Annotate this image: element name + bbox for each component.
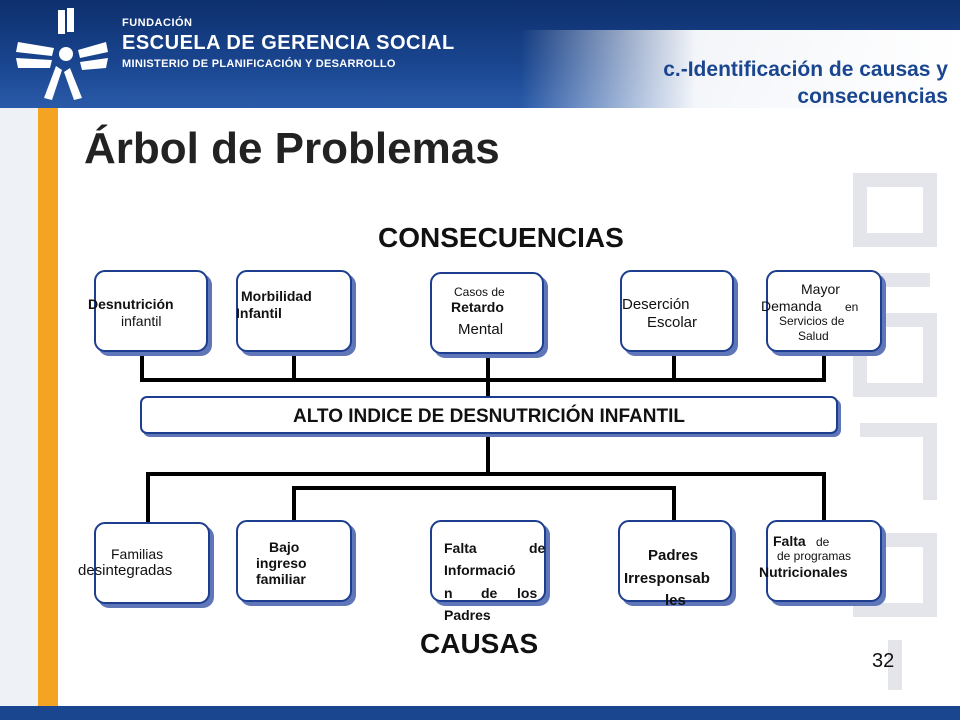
connector-line <box>140 378 826 382</box>
page-number: 32 <box>872 650 895 672</box>
connector-line <box>292 486 296 522</box>
consequence-box-2 <box>236 270 352 352</box>
cause-3-line-3: Informació <box>444 562 516 578</box>
slide-subtitle: c.-Identificación de causas y consecuenc… <box>663 58 948 108</box>
org-ministry: MINISTERIO DE PLANIFICACIÓN Y DESARROLLO <box>122 58 396 70</box>
consequence-box-4 <box>620 270 734 352</box>
consequence-box-5 <box>766 270 882 352</box>
connector-line <box>140 350 144 380</box>
cause-5-line-1: Falta <box>773 533 806 549</box>
consequence-box-3 <box>430 272 544 354</box>
watermark-graphic <box>853 173 937 690</box>
connector-line <box>672 350 676 380</box>
cause-5-line-4: Nutricionales <box>759 564 848 580</box>
cause-4-line-1: Padres <box>648 547 699 564</box>
consequence-2-line-2: Infantil <box>236 305 282 321</box>
cause-3-line-2: de <box>529 540 546 556</box>
consequence-3-line-3: Mental <box>458 321 504 338</box>
slide-title: Árbol de Problemas <box>84 124 500 173</box>
connector-line <box>292 486 676 490</box>
cause-3-line-1: Falta <box>444 540 477 556</box>
cause-2-line-2: ingreso <box>256 555 307 571</box>
org-label-small: FUNDACIÓN <box>122 17 193 29</box>
cause-box-4 <box>618 520 732 602</box>
bottom-bar <box>0 706 960 720</box>
cause-3-line-6: los <box>517 585 538 601</box>
cause-box-1 <box>94 522 210 604</box>
cause-box-5 <box>766 520 882 602</box>
connector-line <box>292 350 296 380</box>
consequence-4-line-2: Escolar <box>647 314 698 331</box>
connector-line <box>146 472 150 524</box>
consequence-1-line-2: infantil <box>121 313 162 329</box>
connector-line <box>822 350 826 380</box>
consequence-5-line-2: Demanda <box>761 298 822 314</box>
consequences-heading: CONSECUENCIAS <box>378 222 624 253</box>
consequence-4-line-1: Deserción <box>622 296 690 313</box>
causes-heading: CAUSAS <box>420 628 539 659</box>
left-orange-bar <box>38 108 58 720</box>
consequence-3-line-2: Retardo <box>451 299 504 315</box>
consequence-5-line-1: Mayor <box>801 281 840 297</box>
left-gray-strip <box>0 108 38 720</box>
central-problem-box: ALTO INDICE DE DESNUTRICIÓN INFANTIL <box>140 396 838 434</box>
org-name: ESCUELA DE GERENCIA SOCIAL <box>122 32 455 54</box>
cause-3-line-7: Padres <box>444 607 491 623</box>
cause-2-line-3: familiar <box>256 571 306 587</box>
header-fade <box>520 30 960 120</box>
cause-1-line-2: desintegradas <box>78 562 173 579</box>
connector-line <box>486 430 490 474</box>
consequence-1-line-1: Desnutrición <box>88 296 174 312</box>
cause-4-line-3: les <box>665 592 686 609</box>
cause-3-line-4: n <box>444 585 453 601</box>
connector-line <box>822 472 826 522</box>
consequence-5-line-5: Salud <box>798 329 829 343</box>
consequence-5-line-4: Servicios de <box>779 314 845 328</box>
cause-4-line-2: Irresponsab <box>624 570 710 587</box>
connector-line <box>146 472 826 476</box>
connector-line <box>486 352 490 396</box>
consequence-5-line-3: en <box>845 300 859 314</box>
cause-1-line-1: Familias <box>111 546 164 562</box>
central-problem-text: ALTO INDICE DE DESNUTRICIÓN INFANTIL <box>293 406 685 427</box>
cause-2-line-1: Bajo <box>269 539 300 555</box>
cause-5-line-3: de programas <box>777 549 852 563</box>
foundation-logo-icon <box>16 8 108 100</box>
consequence-box-1 <box>94 270 208 352</box>
cause-3-line-5: de <box>481 585 498 601</box>
cause-5-line-2: de <box>816 535 830 549</box>
consequence-3-line-1: Casos de <box>454 285 505 299</box>
cause-box-2 <box>236 520 352 602</box>
consequence-2-line-1: Morbilidad <box>241 288 312 304</box>
cause-box-3 <box>430 520 546 602</box>
connector-line <box>672 486 676 522</box>
